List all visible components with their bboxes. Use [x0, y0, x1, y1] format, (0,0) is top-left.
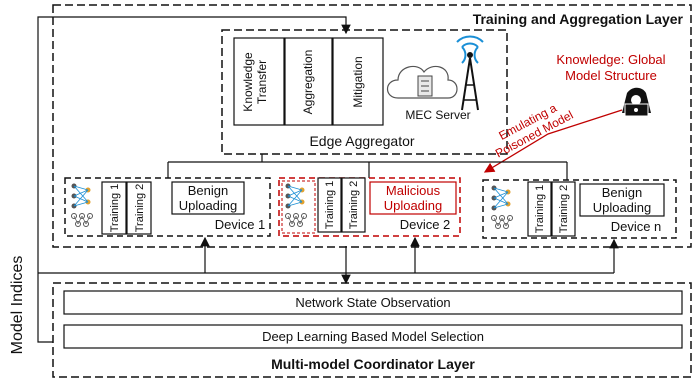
device-2-training-2: Training 2 [348, 181, 360, 230]
training-aggregation-layer [52, 4, 692, 248]
model-indices-loop [37, 16, 351, 343]
device-n-training-2: Training 2 [558, 185, 570, 234]
network-state-observation-box [63, 290, 683, 315]
hacker-icon [622, 87, 651, 117]
model-selection-box [63, 324, 683, 349]
device-2-training-1: Training 1 [324, 181, 336, 230]
network-state-observation-label: Network State Observation [295, 295, 450, 310]
device-n-label: Device n [611, 219, 662, 234]
module-knowledge-transfer [233, 37, 285, 126]
coordinator-layer-title: Multi-model Coordinator Layer [271, 356, 475, 372]
model-indices-label: Model Indices [9, 256, 26, 355]
module-aggregation [284, 37, 333, 126]
edge-aggregator-box [221, 29, 508, 155]
antenna-tower-icon [456, 35, 484, 111]
mec-server-label: MEC Server [405, 108, 470, 122]
training-layer-title: Training and Aggregation Layer [473, 11, 684, 27]
emulation-arrow [483, 109, 623, 173]
device-2-label: Device 2 [400, 217, 451, 232]
neural-network-icon [71, 183, 93, 227]
neural-network-icon [285, 183, 307, 227]
device-1-training-2: Training 2 [134, 184, 146, 233]
module-knowledge-transfer-label: KnowledgeTransfer [241, 52, 269, 112]
module-mitigation [332, 37, 384, 126]
edge-aggregator-label: Edge Aggregator [309, 133, 414, 149]
device-1-training-1: Training 1 [109, 184, 121, 233]
device-1-label: Device 1 [215, 217, 266, 232]
cloud-server-icon [386, 65, 458, 99]
device-n-training-1: Training 1 [534, 185, 546, 234]
module-aggregation-label: Aggregation [301, 50, 315, 115]
emulating-label: Emulating aPoisoned Model [486, 95, 575, 160]
neural-network-icon [491, 185, 513, 229]
model-selection-label: Deep Learning Based Model Selection [262, 329, 484, 344]
module-mitigation-label: Mitigation [351, 56, 365, 107]
coordinator-layer [52, 282, 692, 378]
